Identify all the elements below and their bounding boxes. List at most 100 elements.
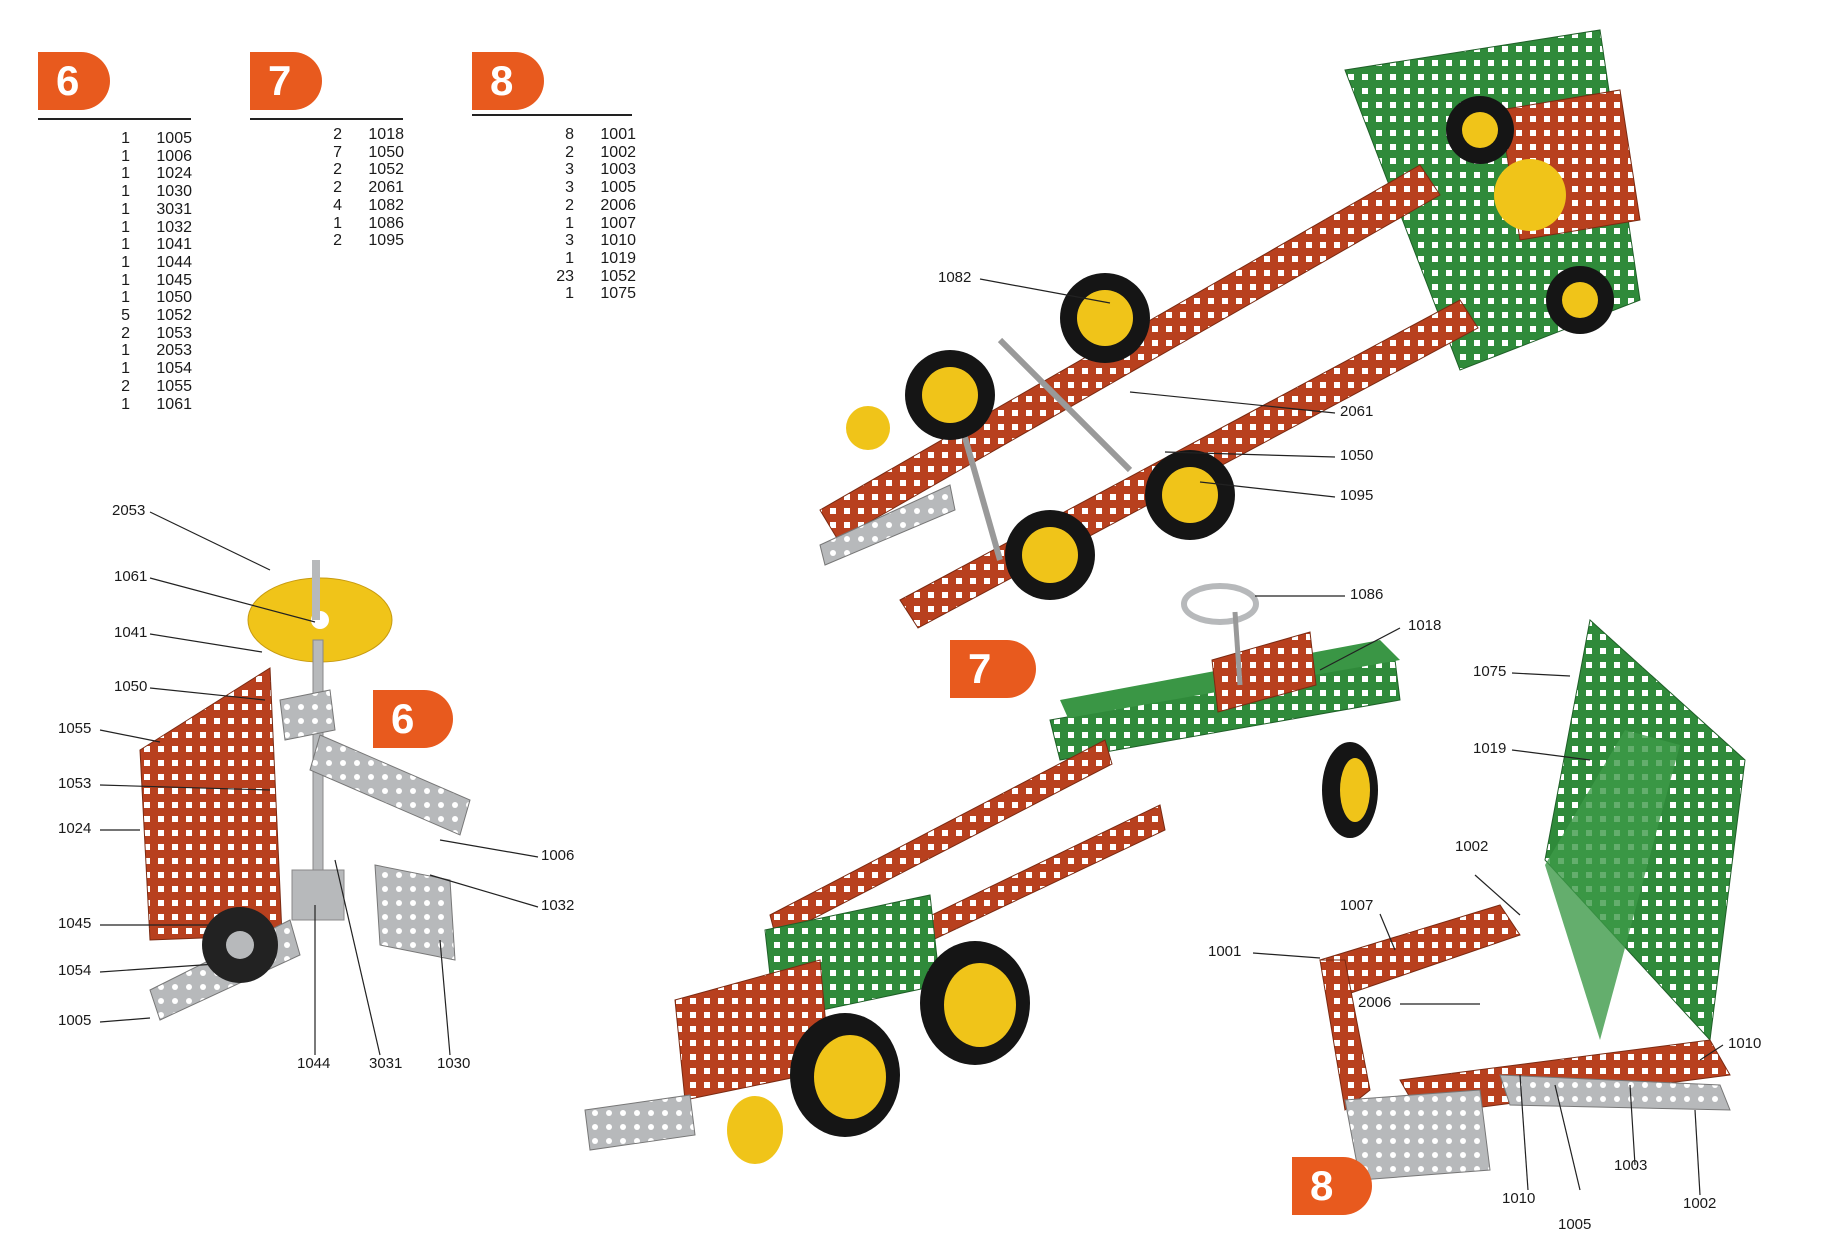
parts-list-row: 3 1003 — [552, 161, 636, 179]
callout-label: 1030 — [437, 1055, 471, 1072]
model-8 — [1319, 619, 1746, 1181]
part-quantity: 2 — [333, 232, 342, 250]
part-number: 1006 — [156, 147, 192, 165]
part-number: 1018 — [368, 126, 404, 143]
wheel-icon — [1546, 266, 1614, 334]
model-7-underside — [819, 29, 1641, 629]
callout-label: 1054 — [58, 962, 92, 979]
parts-list-row: 2 1053 — [108, 325, 192, 343]
part-quantity: 23 — [556, 267, 574, 285]
parts-list-row: 2 1052 — [320, 161, 404, 179]
parts-list-row: 1 1050 — [108, 289, 192, 307]
part-number: 2053 — [156, 342, 192, 360]
part-number: 3031 — [156, 200, 192, 218]
part-number: 1086 — [368, 214, 404, 232]
wheel-icon — [790, 1013, 900, 1137]
part-number: 1005 — [600, 179, 636, 197]
steering-wheel-icon — [1181, 583, 1259, 686]
part-number: 1003 — [600, 161, 636, 179]
wheel-icon — [1060, 273, 1150, 363]
part-quantity: 1 — [121, 342, 130, 360]
part-quantity: 1 — [121, 165, 130, 183]
model-badge-8: 8 — [1292, 1157, 1372, 1215]
parts-list-row: 1 1054 — [108, 360, 192, 378]
callout-label: 2053 — [112, 502, 146, 519]
callout-label: 1044 — [297, 1055, 331, 1072]
part-number: 1024 — [156, 165, 192, 183]
section-badge-6: 6 — [38, 52, 110, 110]
part-quantity: 1 — [121, 183, 130, 201]
section-rule-8 — [472, 114, 632, 116]
part-quantity: 2 — [333, 126, 342, 143]
section-rule-6 — [38, 118, 191, 120]
part-quantity: 1 — [121, 395, 130, 413]
part-number: 1095 — [368, 232, 404, 250]
part-number: 1010 — [600, 232, 636, 250]
callout-label: 1075 — [1473, 663, 1507, 680]
part-quantity: 2 — [333, 161, 342, 179]
part-quantity: 1 — [565, 214, 574, 232]
callout-label: 2061 — [1340, 403, 1374, 420]
part-number: 2061 — [368, 179, 404, 197]
callout-label: 2006 — [1358, 994, 1392, 1011]
wheel-icon — [905, 350, 995, 440]
part-quantity: 2 — [121, 377, 130, 395]
part-quantity: 1 — [121, 218, 130, 236]
callout-label: 1055 — [58, 720, 92, 737]
part-number: 1052 — [368, 161, 404, 179]
section-badge-8: 8 — [472, 52, 544, 110]
part-quantity: 3 — [565, 161, 574, 179]
part-number: 1054 — [156, 360, 192, 378]
part-quantity: 2 — [333, 179, 342, 197]
leader-lines — [99, 278, 1724, 1196]
part-quantity: 1 — [121, 360, 130, 378]
model-badge-6: 6 — [373, 690, 453, 748]
part-number: 1053 — [156, 324, 192, 342]
part-quantity: 8 — [565, 126, 574, 143]
part-number: 1082 — [368, 196, 404, 214]
callout-label: 1010 — [1728, 1035, 1762, 1052]
part-number: 2006 — [600, 196, 636, 214]
callout-label: 1006 — [541, 847, 575, 864]
part-quantity: 2 — [565, 143, 574, 161]
part-quantity: 7 — [333, 143, 342, 161]
wheel-icon — [1005, 510, 1095, 600]
part-number: 1050 — [156, 289, 192, 307]
part-number: 1041 — [156, 236, 192, 254]
part-number: 1052 — [156, 307, 192, 325]
callout-label: 1041 — [114, 624, 148, 641]
callout-label: 1045 — [58, 915, 92, 932]
parts-list-row: 2 1095 — [320, 232, 404, 250]
part-number: 1019 — [600, 249, 636, 267]
callout-label: 1053 — [58, 775, 92, 792]
part-quantity: 1 — [121, 253, 130, 271]
part-number: 1045 — [156, 271, 192, 289]
part-quantity: 2 — [565, 196, 574, 214]
model-6 — [139, 560, 471, 1021]
part-number: 1050 — [368, 143, 404, 161]
callout-label: 1002 — [1455, 838, 1489, 855]
part-quantity: 2 — [121, 324, 130, 342]
callout-label: 1002 — [1683, 1195, 1717, 1212]
callout-label: 1032 — [541, 897, 575, 914]
part-quantity: 1 — [121, 147, 130, 165]
part-quantity: 1 — [121, 289, 130, 307]
